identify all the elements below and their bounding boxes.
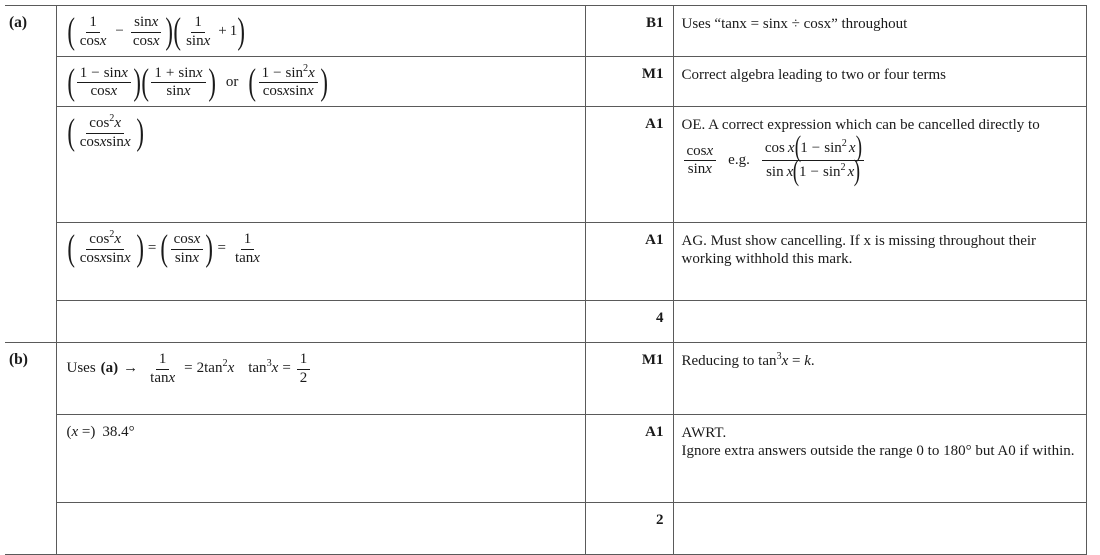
mark-cell-b-a1: A1	[584, 414, 674, 503]
answer-value: 38.4°	[102, 423, 135, 440]
table-row: (b) Uses (a) → 1 tanx = 2	[5, 342, 1087, 555]
working-cell-b2: (x =) 38.4°	[55, 414, 586, 503]
equals-operator: =	[184, 360, 193, 377]
part-label-text: (b)	[9, 351, 28, 368]
notes-text-line2: Ignore extra answers outside the range 0…	[681, 443, 1075, 460]
expression-a-row1: ( 1 cosx − sinx cosx )(	[66, 10, 246, 52]
table-row: ( 1−sinx cosx )( 1+sinx sinx ) or	[5, 55, 1087, 107]
mark-scheme-table: (a) ( 1 cosx − sinx	[5, 5, 1087, 555]
table-row: (a) ( 1 cosx − sinx	[5, 5, 1087, 343]
equals-operator: =	[147, 240, 157, 257]
working-cell-a-total-blank	[55, 300, 586, 343]
notes-text-line1: AWRT.	[681, 425, 727, 441]
notes-cell-b-a1: AWRT. Ignore extra answers outside the r…	[672, 414, 1087, 503]
or-connector: or	[225, 73, 239, 90]
right-paren: )	[207, 60, 216, 102]
plus-operator: +	[218, 23, 227, 40]
table-row: ( cos2x cosxsinx ) A1 OE. A correct expr…	[5, 106, 1087, 223]
expression-a-row3: ( cos2x cosxsinx )	[66, 111, 144, 153]
working-cell-a3: ( cos2x cosxsinx )	[55, 106, 586, 223]
working-cell-a1: ( 1 cosx − sinx cosx )(	[55, 5, 586, 57]
right-paren: )	[133, 60, 141, 102]
table-row: (x =) 38.4° A1 AWRT. Ignore extra answer…	[5, 414, 1087, 503]
notes-cell-b-total-blank	[672, 502, 1087, 555]
expression-b-row1: Uses (a) → 1 tanx = 2tan2x tan3x =	[66, 351, 313, 387]
fraction-cosx-over-sinx: cosx sinx	[170, 231, 204, 267]
minus-operator: −	[115, 23, 124, 40]
fraction-sinx-over-cosx: sinx cosx	[131, 14, 162, 49]
notes-cell-b1: Uses “tanx = sinx ÷ cosx” throughout	[672, 5, 1087, 57]
left-paren: (	[794, 131, 801, 164]
part-label-b: (b)	[5, 342, 57, 555]
notes-text: OE. A correct expression which can be ca…	[681, 117, 1040, 133]
notes-cell-a1-second: AG. Must show cancelling. If x is missin…	[672, 222, 1087, 301]
mark-cell-a1-second: A1	[584, 222, 674, 301]
left-paren: (	[66, 10, 75, 52]
fraction-cos2x-over-cosxsinx: cos2x cosxsinx	[79, 113, 131, 150]
left-paren: (	[173, 10, 181, 52]
right-paren: )	[205, 227, 214, 269]
notes-cell-b-m1: Reducing to tan3x = k.	[672, 342, 1087, 415]
right-paren: )	[855, 131, 862, 164]
notes-cell-a-total-blank	[672, 300, 1087, 343]
fraction-one-over-cosx: 1 cosx	[79, 14, 107, 49]
left-paren: (	[792, 155, 800, 188]
working-cell-b1: Uses (a) → 1 tanx = 2tan2x tan3x =	[55, 342, 586, 415]
right-paren: )	[164, 10, 173, 52]
left-paren: (	[66, 60, 75, 102]
fraction-one-plus-sinx-over-sinx: 1+sinx sinx	[151, 65, 206, 101]
eg-label: e.g.	[728, 151, 750, 168]
mark-cell-b-m1: M1	[584, 342, 674, 415]
right-paren: )	[320, 60, 328, 102]
table-row-total: 2	[5, 502, 1087, 555]
right-paren: )	[853, 155, 861, 188]
left-paren: (	[66, 227, 75, 269]
mark-scheme-page: (a) ( 1 cosx − sinx	[5, 5, 1087, 555]
right-paren: )	[135, 111, 144, 153]
working-cell-a4: ( cos2x cosxsinx ) = ( cosx sinx	[55, 222, 586, 301]
part-label-text: (a)	[9, 14, 28, 31]
fraction-one-over-tanx: 1 tanx	[150, 351, 176, 386]
part-label-a: (a)	[5, 5, 57, 343]
fraction-one-minus-sinx-over-cosx: 1−sinx cosx	[76, 65, 131, 101]
uses-label: Uses	[66, 360, 96, 377]
left-paren: (	[248, 60, 257, 102]
notes-cell-m1: Correct algebra leading to two or four t…	[672, 55, 1087, 107]
fraction-one-over-two: 1 2	[296, 351, 311, 387]
working-cell-b-total-blank	[55, 502, 586, 555]
part-a-reference: (a)	[100, 360, 119, 377]
right-paren: )	[237, 10, 246, 52]
equals-operator: =	[282, 360, 291, 377]
arrow-icon: →	[123, 360, 139, 377]
left-paren: (	[141, 60, 150, 102]
fraction-one-over-sinx: 1 sinx	[186, 14, 211, 49]
fraction-one-minus-sin2x-over-cosxsinx: 1−sin2x cosxsinx	[258, 63, 318, 101]
expression-a-row2: ( 1−sinx cosx )( 1+sinx sinx ) or	[66, 60, 329, 102]
left-paren: (	[66, 111, 75, 153]
notes-cell-a1-first: OE. A correct expression which can be ca…	[672, 106, 1087, 223]
expression-a-row4: ( cos2x cosxsinx ) = ( cosx sinx	[66, 227, 265, 269]
right-paren: )	[135, 227, 144, 269]
fraction-one-over-tanx: 1 tanx	[234, 231, 260, 266]
working-cell-a2: ( 1−sinx cosx )( 1+sinx sinx ) or	[55, 55, 586, 107]
notes-text: Reducing to tan3x = k.	[681, 351, 815, 369]
equals-operator: =	[217, 240, 226, 257]
fraction-cosx-over-sinx: cosx sinx	[683, 143, 717, 179]
left-paren: (	[160, 227, 169, 269]
mark-total-b: 2	[584, 502, 674, 555]
table-row: ( cos2x cosxsinx ) = ( cosx sinx	[5, 222, 1087, 301]
table-row-total: 4	[5, 300, 1087, 343]
mark-cell-a1-first: A1	[584, 106, 674, 223]
expression-b-answer: (x =) 38.4°	[66, 423, 135, 440]
mark-total-a: 4	[584, 300, 674, 343]
fraction-cos2x-over-cosxsinx: cos2x cosxsinx	[79, 229, 131, 266]
mark-cell-m1: M1	[584, 55, 674, 107]
mark-cell-b1: B1	[584, 5, 674, 57]
